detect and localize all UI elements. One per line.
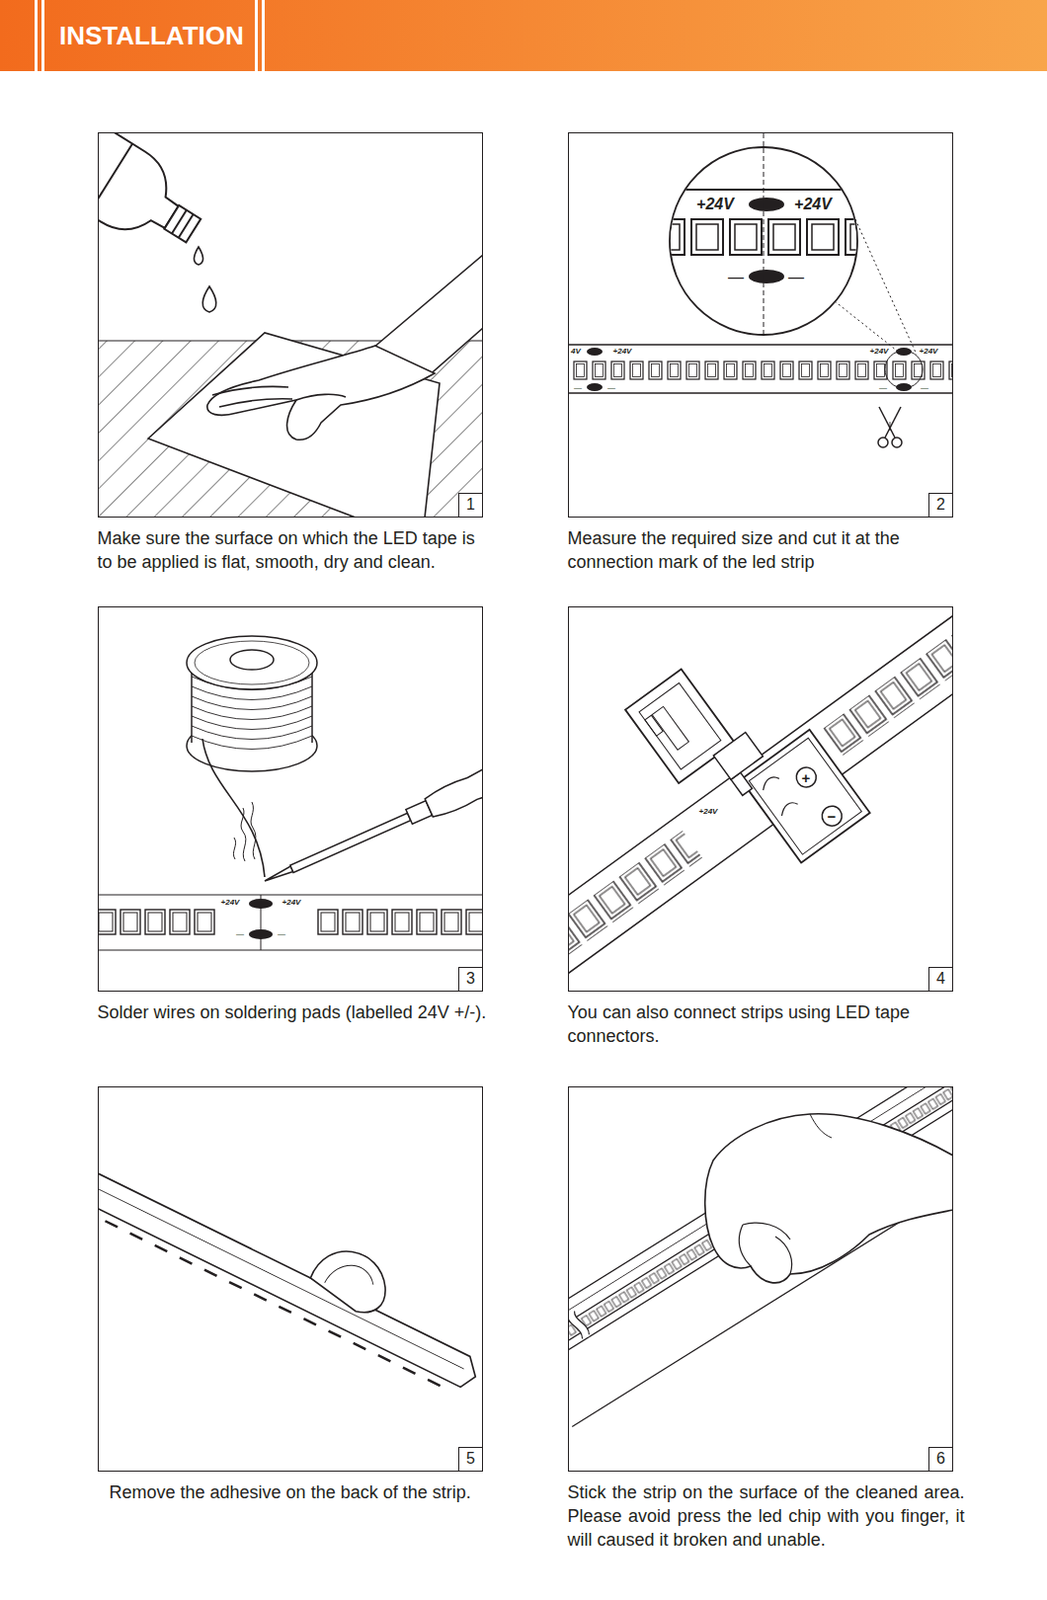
header-rule — [254, 0, 258, 72]
pad-label: +24V — [919, 347, 939, 356]
pad-label: +24V — [221, 898, 241, 907]
step-number-box: 1 — [458, 492, 483, 517]
pad-label: — — [277, 930, 286, 939]
pad-label: — — [727, 269, 744, 286]
pad-label: +24V — [794, 196, 832, 213]
step-panel: Solder wires on soldering pads (labelled… — [97, 606, 484, 992]
step-panel: Stick the strip on the surface of the cl… — [567, 1086, 954, 1472]
callout-number: 3 — [466, 969, 476, 987]
step-number-box: 3 — [458, 966, 483, 991]
step-caption: Make sure the surface on which the LED t… — [97, 526, 495, 574]
step-number-box: 5 — [458, 1447, 483, 1471]
pad-label: — — [920, 384, 929, 393]
callout-number: 4 — [936, 969, 946, 987]
step-caption: Measure the required size and cut it at … — [567, 526, 966, 574]
step-number-box: 4 — [928, 966, 953, 991]
header-rule — [41, 0, 45, 72]
callout-number: 5 — [466, 1449, 476, 1467]
pad-label: +24V — [870, 347, 889, 356]
page-title: INSTALLATION — [59, 20, 244, 51]
polarity-mark: + — [802, 770, 811, 786]
pad-label: — — [573, 384, 582, 393]
pad-label: +24V — [282, 898, 302, 907]
pad-label: +24V — [699, 807, 719, 816]
pad-label: 4V — [570, 347, 581, 356]
header-rule — [34, 0, 38, 72]
step-caption: You can also connect strips using LED ta… — [567, 1000, 966, 1048]
pad-label: — — [236, 930, 244, 939]
step-panel: You can also connect strips using LED ta… — [567, 606, 954, 992]
pad-label: — — [879, 384, 887, 393]
header-rule — [261, 0, 265, 72]
step-caption: Stick the strip on the surface of the cl… — [567, 1480, 966, 1552]
callout-number: 2 — [936, 495, 946, 513]
callout-number: 6 — [936, 1449, 946, 1467]
callout-number: 1 — [466, 495, 476, 513]
pad-label: +24V — [696, 196, 734, 213]
step-number-box: 6 — [928, 1447, 953, 1471]
pad-label: +24V — [613, 347, 633, 356]
pad-label: — — [788, 269, 805, 286]
step-number-box: 2 — [928, 492, 953, 517]
step-panel: Make sure the surface on which the LED t… — [97, 132, 484, 518]
step-caption: Solder wires on soldering pads (labelled… — [97, 1000, 495, 1025]
step-panel: Remove the adhesive on the back of the s… — [97, 1086, 484, 1472]
pad-label: — — [607, 384, 616, 393]
polarity-mark: − — [827, 808, 837, 824]
step-caption: Remove the adhesive on the back of the s… — [109, 1480, 495, 1505]
step-panel: Measure the required size and cut it at … — [567, 132, 954, 518]
